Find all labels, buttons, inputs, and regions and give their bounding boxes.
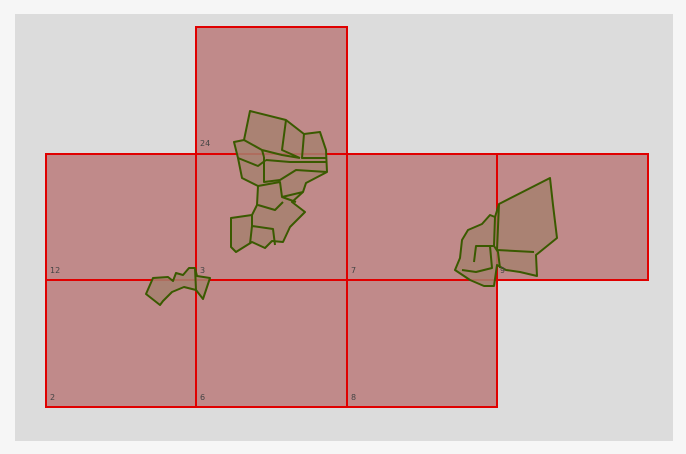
tile-12[interactable] xyxy=(45,153,197,281)
tile-label-3: 3 xyxy=(200,266,205,275)
tile-label-2: 2 xyxy=(50,393,55,402)
tile-grid xyxy=(45,26,649,408)
tile-8[interactable] xyxy=(346,279,498,408)
tile-labels: 24 12 3 7 9 2 6 8 xyxy=(50,139,505,402)
parcel-east[interactable] xyxy=(454,177,558,287)
tile-6[interactable] xyxy=(195,279,348,408)
map-canvas[interactable]: 24 12 3 7 9 2 6 8 xyxy=(15,14,673,441)
tile-label-9: 9 xyxy=(500,266,505,275)
parcel-west[interactable] xyxy=(145,267,211,306)
tile-label-12: 12 xyxy=(50,266,60,275)
tile-label-24: 24 xyxy=(200,139,210,148)
tile-2[interactable] xyxy=(45,279,197,408)
parcels xyxy=(145,110,558,306)
tile-label-8: 8 xyxy=(351,393,356,402)
map-panel[interactable]: 24 12 3 7 9 2 6 8 xyxy=(15,14,673,441)
tile-label-6: 6 xyxy=(200,393,205,402)
tile-label-7: 7 xyxy=(351,266,356,275)
